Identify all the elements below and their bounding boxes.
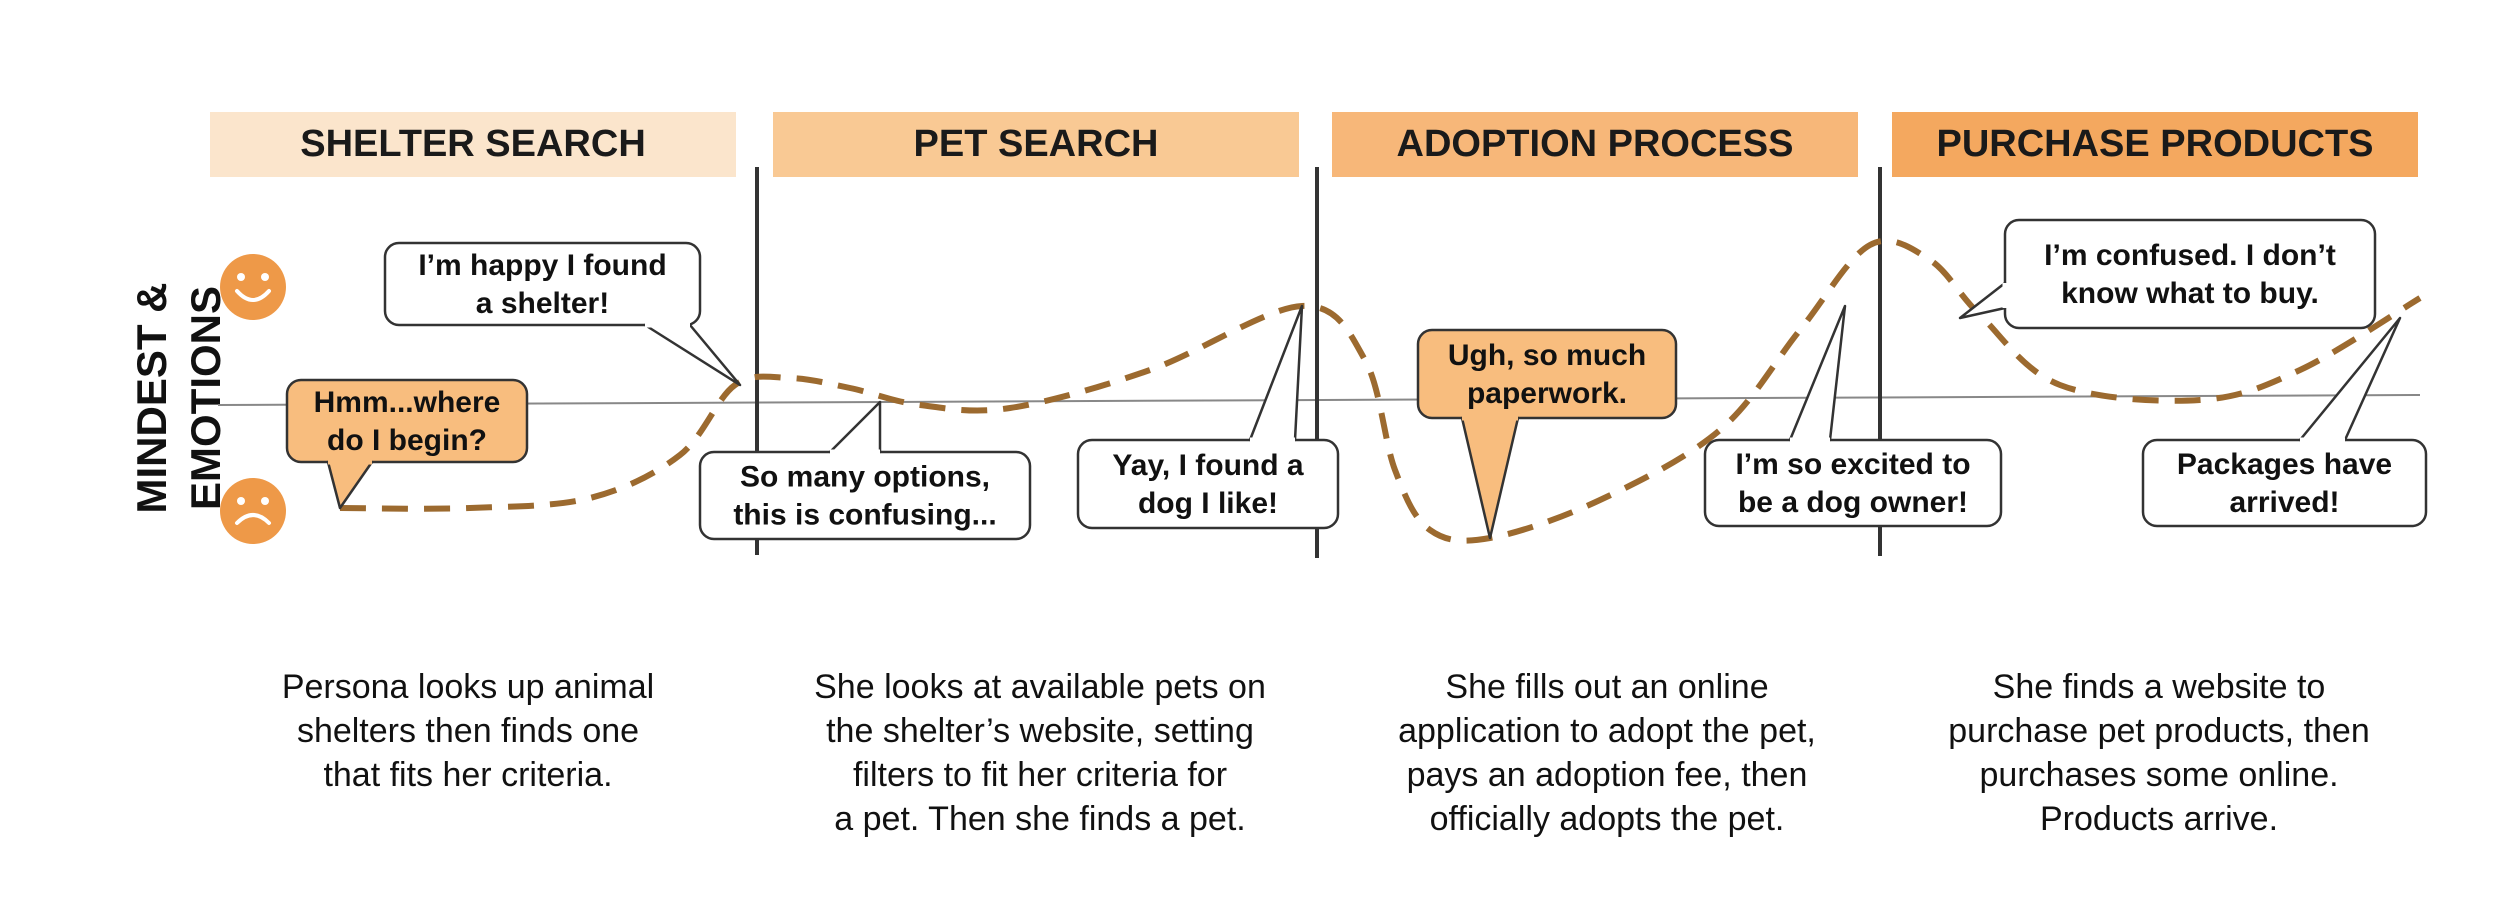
phase-description-adoption-process: She fills out an online application to a… [1357,665,1857,841]
thought-bubble: So many options, this is confusing... [698,400,1032,541]
phase-banner-pet-search [773,112,1299,177]
phase-description-purchase-products: She finds a website to purchase pet prod… [1909,665,2409,841]
thought-bubble: Yay, I found a dog I like! [1076,304,1340,530]
thought-bubble-box [383,241,702,327]
thought-text: do I begin? [327,424,487,457]
thought-text: Ugh, so much [1448,339,1646,372]
thought-bubble: I’m confused. I don’t know what to buy. [1958,218,2377,330]
description-line: She looks at available pets on [814,668,1266,706]
phase-title-shelter-search: SHELTER SEARCH [300,123,646,165]
description-line: Persona looks up animal [281,668,655,706]
description-line: pays an adoption fee, then [1406,756,1808,794]
thought-text: I’m confused. I don’t [2044,239,2336,272]
thought-bubble: I’m happy I found a shelter! [383,241,742,387]
thought-bubble-tail [326,460,374,510]
thought-text: know what to buy. [2061,277,2319,310]
thought-bubble-tail [1788,304,1847,442]
thought-text: Packages have [2177,448,2392,481]
thought-bubble: Ugh, so much paperwork. [1416,328,1678,540]
description-line: purchases some online. [1979,756,2339,794]
description-line: She finds a website to [1992,668,2326,706]
description-line: a pet. Then she finds a pet. [834,800,1246,838]
thought-text: I’m happy I found [418,249,666,282]
thought-bubble-box [285,378,529,464]
phase-banner-purchase-products [1892,112,2418,177]
phase-title-pet-search: PET SEARCH [914,123,1159,165]
phase-banner-adoption-process [1332,112,1858,177]
thought-text: arrived! [2229,486,2339,519]
sad-mouth-icon [235,513,271,525]
thought-bubble-tail [643,323,742,387]
description-line: that fits her criteria. [323,756,613,794]
phase-description-shelter-search: Persona looks up animal shelters then fi… [218,665,718,797]
description-line: shelters then finds one [296,712,640,750]
description-line: purchase pet products, then [1948,712,2370,750]
sad-eye-icon [237,497,245,505]
thought-bubble: Packages have arrived! [2141,316,2428,528]
description-line: officially adopts the pet. [1429,800,1785,838]
thought-bubble-tail [1460,416,1520,540]
thought-text: I’m so excited to [1735,448,1970,481]
thought-bubble-box [2141,438,2428,528]
thought-text: a shelter! [476,287,609,320]
thought-bubble-tail [828,400,882,454]
thought-bubble-tail [2298,316,2402,442]
emotion-journey-line [339,237,2422,544]
thought-text: Hmm...where [314,386,501,419]
description-line: She fills out an online [1445,668,1769,706]
thought-text: paperwork. [1467,377,1627,410]
thought-text: So many options, [740,461,990,494]
smiley-eye-icon [261,273,269,281]
thought-text: be a dog owner! [1738,486,1968,519]
axis-label-line: EMOTIONS [182,286,229,510]
phase-title-purchase-products: PURCHASE PRODUCTS [1936,123,2373,165]
description-line: Products arrive. [2039,800,2279,838]
description-line: application to adopt the pet, [1398,712,1816,750]
description-line: filters to fit her criteria for [852,756,1228,794]
phase-title-adoption-process: ADOPTION PROCESS [1397,123,1794,165]
sad-face-icon [220,478,286,544]
thought-bubble: I’m so excited to be a dog owner! [1703,304,2003,528]
smiley-face-icon [220,254,286,320]
axis-label-line: MINDEST & [128,283,175,514]
thought-text: Yay, I found a [1112,449,1303,482]
phase-banner-shelter-search [210,112,736,177]
thought-bubble-box [1416,328,1678,420]
thought-bubble: Hmm...where do I begin? [285,378,529,510]
sad-eye-icon [261,497,269,505]
thought-bubble-box [2003,218,2377,330]
description-line: the shelter’s website, setting [826,712,1254,750]
thought-bubble-tail [1248,304,1304,442]
smiley-eye-icon [237,273,245,281]
axis-label-mindset-emotions: MINDEST &EMOTIONS [128,283,229,514]
thought-bubble-box [1076,438,1340,530]
smiley-mouth-icon [235,289,271,302]
phase-description-pet-search: She looks at available pets on the shelt… [790,665,1290,841]
thought-bubble-box [1703,438,2003,528]
thought-text: dog I like! [1138,487,1278,520]
thought-text: this is confusing... [733,499,996,532]
